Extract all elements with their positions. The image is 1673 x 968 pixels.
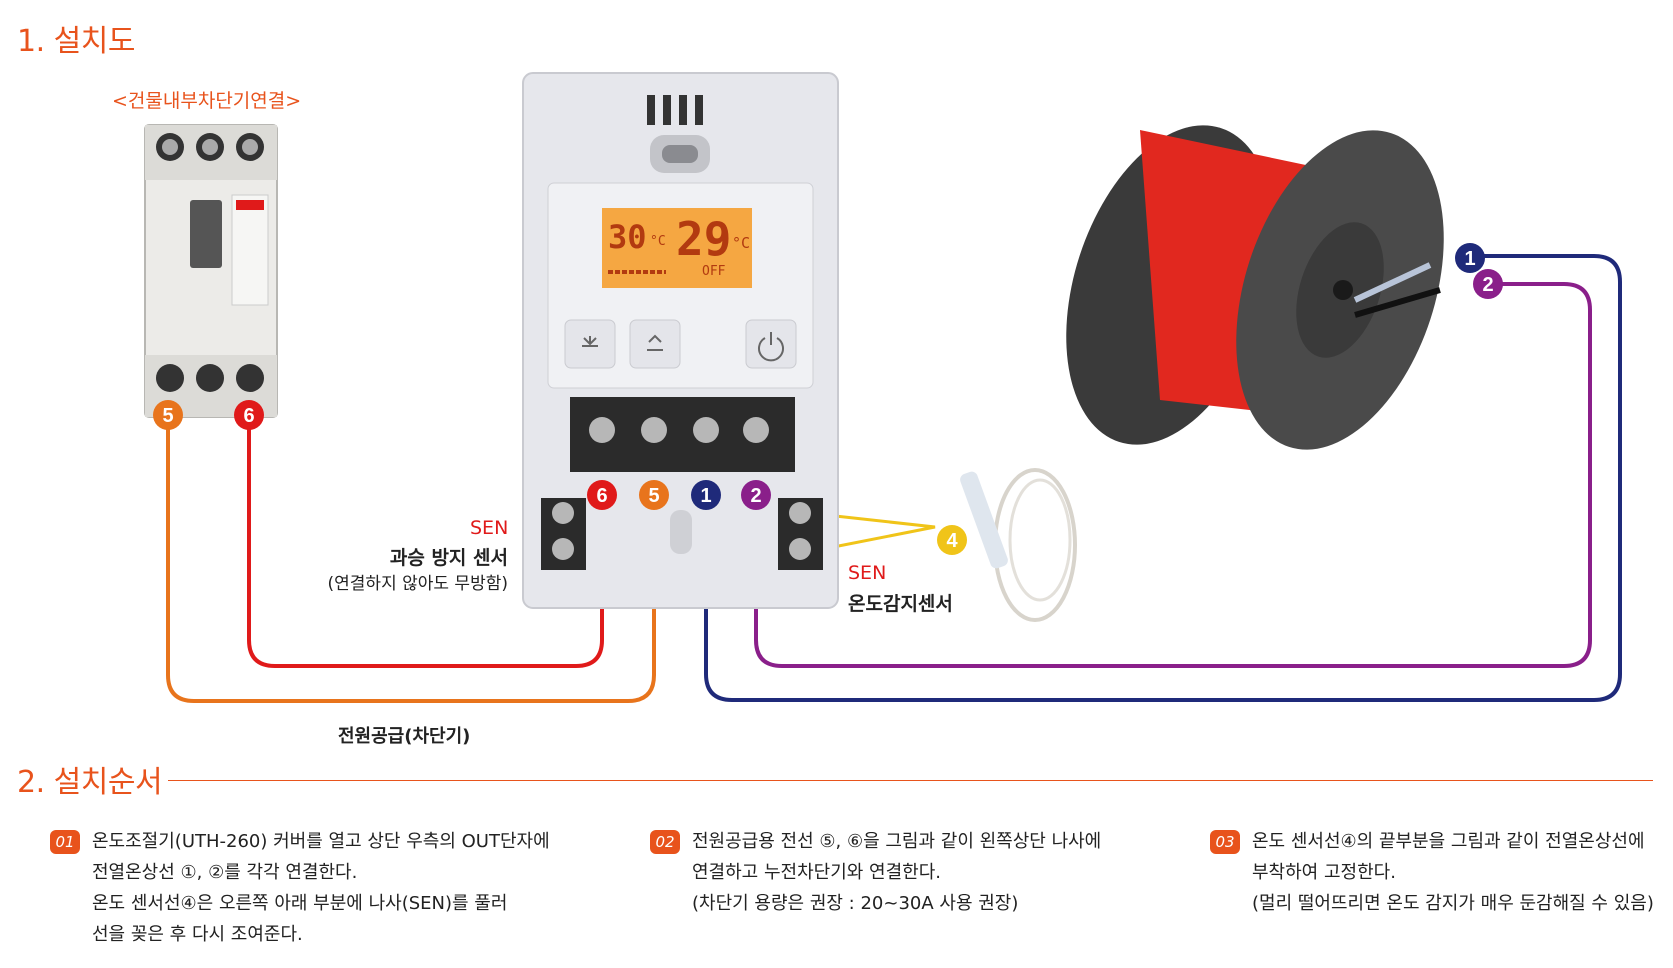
thermostat-device [522,72,839,609]
lcd-set-temp: 30 [608,218,647,256]
step-02: 02 전원공급용 전선 ⑤, ⑥을 그림과 같이 왼쪽상단 나사에 연결하고 누… [650,826,1150,919]
lcd-status: OFF [702,264,726,279]
wire-5-orange [166,415,656,703]
wire-6-red [247,415,604,668]
breaker-label: <건물내부차단기연결> [112,90,302,112]
sen-overheat-tag: SEN [470,517,509,539]
step-number-badge: 01 [50,830,80,854]
badge-terminal-2: 2 [741,480,771,510]
badge-text: 2 [1482,274,1493,296]
step-01: 01 온도조절기(UTH-260) 커버를 열고 상단 우측의 OUT단자에 전… [50,826,590,950]
badge-text: 5 [162,405,173,427]
step-line: 선을 꽂은 후 다시 조여준다. [92,924,303,945]
badge-text: 1 [700,485,711,507]
heating-cable-reel [1066,125,1444,450]
step-03: 03 온도 센서선④의 끝부분을 그림과 같이 전열온상선에 부착하여 고정한다… [1210,826,1670,919]
section-title-installation-steps: 2. 설치순서 [17,765,163,800]
lcd-bar [608,270,666,274]
power-supply-label: 전원공급(차단기) [338,726,471,747]
breaker-device [144,124,278,418]
sen-temp-title: 온도감지센서 [848,593,953,615]
step-line: 온도 센서선④은 오른쪽 아래 부분에 나사(SEN)를 풀러 [92,893,508,914]
badge-terminal-1: 1 [691,480,721,510]
step-line: 온도 센서선④의 끝부분을 그림과 같이 전열온상선에 [1252,831,1645,852]
badge-breaker-6: 6 [234,400,264,430]
badge-text: 2 [750,485,761,507]
wire-1-navy [704,254,1622,702]
step-line: 연결하고 누전차단기와 연결한다. [692,862,942,883]
lcd-unit-small: °C [650,234,666,249]
badge-text: 5 [648,485,659,507]
step-line: 전원공급용 전선 ⑤, ⑥을 그림과 같이 왼쪽상단 나사에 [692,831,1102,852]
sen-overheat-title: 과승 방지 센서 [389,547,508,569]
temperature-sensor-probe [960,468,1077,622]
badge-sensor-4: 4 [937,525,967,555]
badge-text: 6 [243,405,254,427]
section-divider [168,780,1653,781]
lcd-display: 30 °C 29 °C OFF [606,212,751,287]
step-line: 온도조절기(UTH-260) 커버를 열고 상단 우측의 OUT단자에 [92,831,550,852]
step-number-badge: 02 [650,830,680,854]
badge-cable-2: 2 [1473,269,1503,299]
lcd-unit-large: °C [732,234,751,252]
badge-text: 6 [596,485,607,507]
badge-text: 4 [946,530,958,552]
sen-overheat-note: (연결하지 않아도 무방함) [327,574,508,594]
wire-2-purple [754,282,1592,668]
step-number-badge: 03 [1210,830,1240,854]
badge-terminal-6: 6 [587,480,617,510]
badge-breaker-5: 5 [153,400,183,430]
step-line: (차단기 용량은 권장 : 20~30A 사용 권장) [692,893,1019,914]
badge-cable-1: 1 [1455,243,1485,273]
sen-temp-tag: SEN [848,562,887,584]
badge-terminal-5: 5 [639,480,669,510]
badge-text: 1 [1464,248,1475,270]
wire-4-yellow [807,511,936,554]
step-line: (멀리 떨어뜨리면 온도 감지가 매우 둔감해질 수 있음) [1252,893,1654,914]
section-title-installation-diagram: 1. 설치도 [17,24,135,59]
lcd-current-temp: 29 [676,212,732,266]
step-line: 전열온상선 ①, ②를 각각 연결한다. [92,862,358,883]
step-line: 부착하여 고정한다. [1252,862,1396,883]
